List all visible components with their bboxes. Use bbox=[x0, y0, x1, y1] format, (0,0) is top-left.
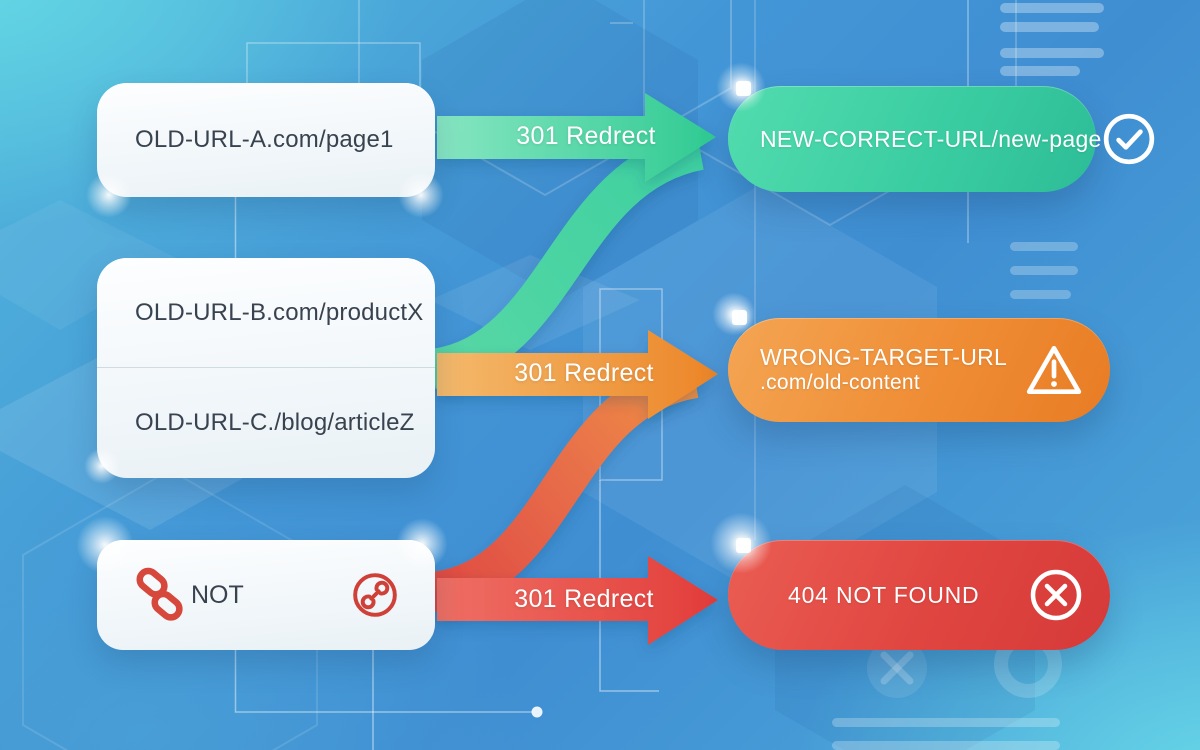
old-url-c-label: OLD-URL-C./blog/articleZ bbox=[135, 409, 415, 436]
flare-box-a-bottom-right bbox=[398, 172, 444, 218]
orange-redirect-arrow bbox=[437, 330, 718, 419]
x-circle-icon bbox=[1028, 567, 1084, 623]
flare-box-a-bottom-left bbox=[86, 172, 132, 218]
list-bars-top-right bbox=[1000, 3, 1104, 299]
old-url-a-label: OLD-URL-A.com/page1 bbox=[135, 126, 394, 153]
red-redirect-arrow bbox=[437, 556, 718, 645]
green-arrow-label: 301 Redrect bbox=[516, 122, 656, 150]
check-circle-icon bbox=[1102, 112, 1156, 166]
old-url-b-label: OLD-URL-B.com/productX bbox=[135, 298, 424, 326]
broken-link-circle-icon bbox=[351, 571, 399, 619]
target-404-not-found: 404 NOT FOUND bbox=[728, 540, 1110, 650]
source-box-old-url-a: OLD-URL-A.com/page1 bbox=[97, 83, 435, 197]
broken-chain-icon bbox=[133, 566, 185, 624]
handle-404-box bbox=[736, 538, 751, 553]
new-correct-url-label: NEW-CORRECT-URL/new-page bbox=[760, 125, 1102, 152]
wrong-url-line1: WRONG-TARGET-URL bbox=[760, 344, 1008, 371]
not-found-label: 404 NOT FOUND bbox=[788, 581, 980, 608]
red-arrow-label: 301 Redrect bbox=[514, 585, 654, 613]
flare-box-bc-bottom-left bbox=[84, 448, 120, 484]
line-end-dot bbox=[531, 706, 543, 718]
source-box-old-url-bc: OLD-URL-B.com/productX OLD-URL-C./blog/a… bbox=[97, 258, 435, 478]
handle-wrong-box bbox=[732, 310, 747, 325]
old-url-b-row: OLD-URL-B.com/productX bbox=[97, 258, 435, 368]
target-wrong-url: WRONG-TARGET-URL .com/old-content bbox=[728, 318, 1110, 422]
green-redirect-arrow bbox=[437, 93, 716, 182]
flare-broken-box-top-right bbox=[396, 518, 448, 570]
source-box-broken-link: NOT bbox=[97, 540, 435, 650]
wrong-url-line2: .com/old-content bbox=[760, 371, 921, 395]
target-new-correct-url: NEW-CORRECT-URL/new-page bbox=[728, 86, 1154, 192]
flare-broken-box-top-left bbox=[76, 516, 134, 574]
not-label: NOT bbox=[191, 580, 244, 609]
orange-arrow-label: 301 Redrect bbox=[514, 359, 654, 387]
old-url-c-row: OLD-URL-C./blog/articleZ bbox=[97, 368, 435, 478]
handle-correct-box bbox=[736, 81, 751, 96]
warning-triangle-icon bbox=[1024, 342, 1084, 398]
